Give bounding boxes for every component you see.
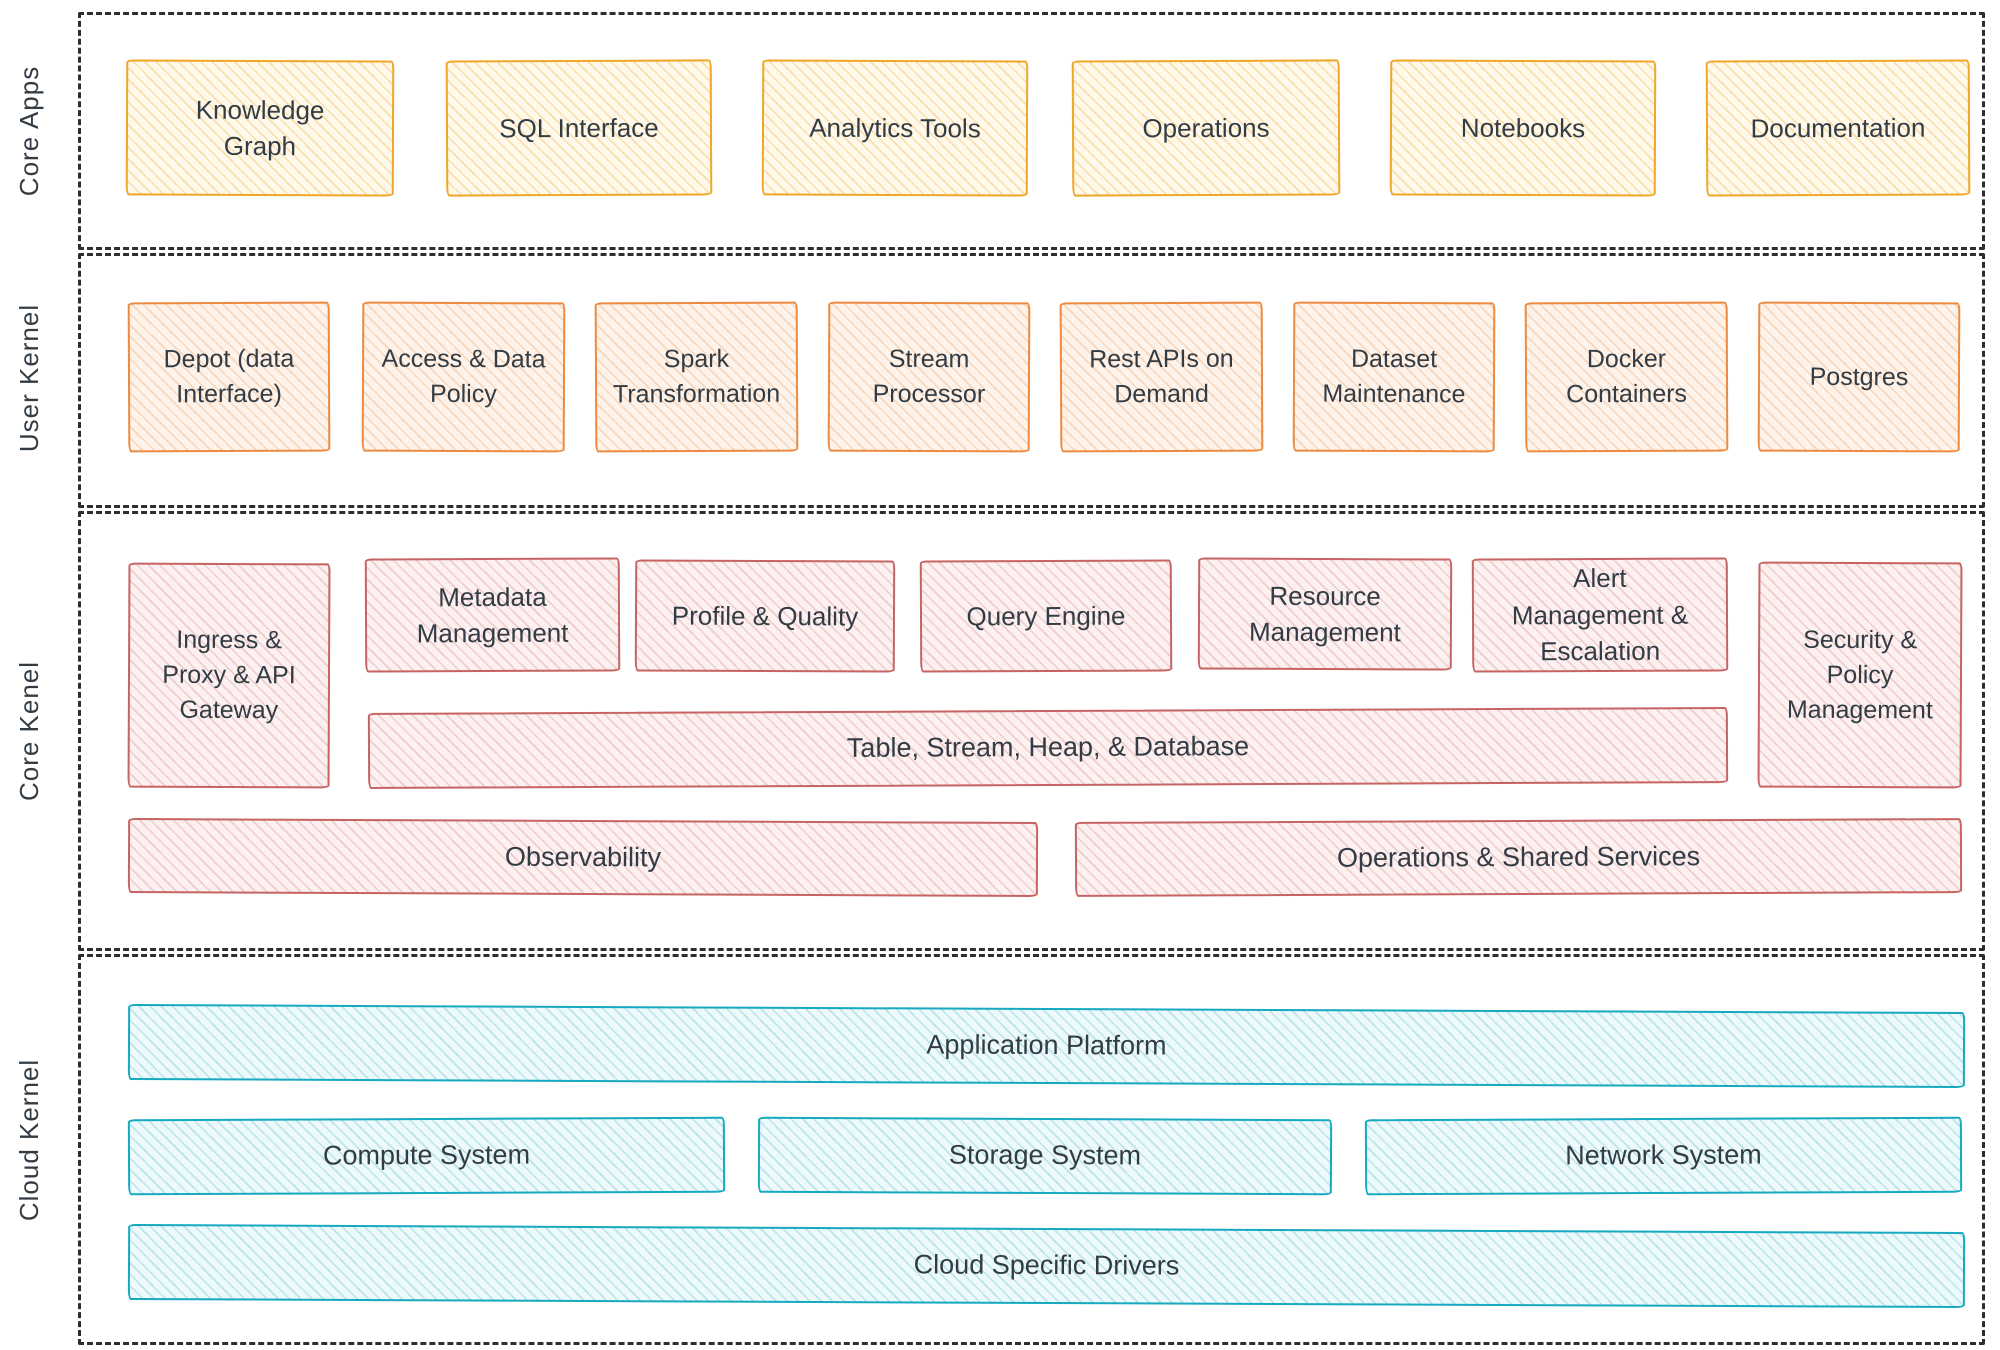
side-label-user-kernel: User Kernel <box>14 303 44 453</box>
box-metadata-management: Metadata Management <box>364 557 621 673</box>
box-documentation: Documentation <box>1705 59 1971 197</box>
side-label-core-apps: Core Apps <box>14 65 44 197</box>
box-label: SQL Interface <box>499 112 659 144</box>
section-cloud-kernel <box>78 954 1985 1345</box>
box-label: Security & Policy Management <box>1786 625 1933 724</box>
box-label: Analytics Tools <box>809 112 981 144</box>
box-observability: Observability <box>127 818 1039 897</box>
box-label: Access & Data Policy <box>381 344 546 409</box>
box-label: Operations <box>1142 112 1270 144</box>
box-spark-transformation: Spark Transformation <box>594 301 799 453</box>
box-storage-system: Storage System <box>757 1116 1333 1196</box>
box-label: Observability <box>504 841 662 872</box>
box-network-system: Network System <box>1364 1116 1963 1196</box>
side-label-cloud-kernel: Cloud Kernel <box>14 1058 44 1222</box>
box-access-data-policy: Access & Data Policy <box>361 301 566 453</box>
box-sql-interface: SQL Interface <box>445 59 713 197</box>
box-label: Ingress & Proxy & API Gateway <box>162 625 296 725</box>
box-label: Documentation <box>1750 112 1926 144</box>
box-label: Metadata Management <box>416 581 569 649</box>
box-label: Dataset Maintenance <box>1322 344 1466 409</box>
box-label: Application Platform <box>926 1029 1167 1061</box>
section-core-apps <box>78 12 1985 250</box>
box-label: Resource Management <box>1248 580 1401 648</box>
box-security-policy-management: Security & Policy Management <box>1757 561 1963 789</box>
box-alert-management-escalation: Alert Management & Escalation <box>1471 557 1729 673</box>
box-dataset-maintenance: Dataset Maintenance <box>1292 301 1496 453</box>
box-label: Network System <box>1565 1139 1762 1171</box>
box-cloud-specific-drivers: Cloud Specific Drivers <box>127 1223 1966 1309</box>
box-label: Spark Transformation <box>612 344 781 409</box>
box-knowledge-graph: Knowledge Graph <box>125 59 395 197</box>
box-notebooks: Notebooks <box>1389 59 1657 197</box>
box-label: Docker Containers <box>1566 344 1688 409</box>
box-operations: Operations <box>1071 59 1341 197</box>
box-application-platform: Application Platform <box>127 1003 1966 1089</box>
box-label: Postgres <box>1809 362 1909 391</box>
section-core-kernel <box>78 511 1985 951</box>
box-label: Storage System <box>948 1139 1142 1171</box>
box-label: Query Engine <box>966 600 1126 632</box>
box-profile-quality: Profile & Quality <box>634 559 896 673</box>
box-label: Rest APIs on Demand <box>1089 344 1234 409</box>
box-docker-containers: Docker Containers <box>1524 301 1729 453</box>
box-resource-management: Resource Management <box>1197 557 1453 671</box>
box-label: Compute System <box>322 1139 531 1171</box>
box-label: Knowledge Graph <box>195 94 325 162</box>
box-label: Profile & Quality <box>671 600 859 632</box>
box-label: Notebooks <box>1460 112 1586 144</box>
box-rest-apis-on-demand: Rest APIs on Demand <box>1059 301 1264 453</box>
box-label: Operations & Shared Services <box>1336 840 1701 873</box>
box-postgres: Postgres <box>1757 301 1961 453</box>
side-label-core-kernel: Core Kenel <box>14 660 44 802</box>
box-depot-data-interface: Depot (data Interface) <box>127 301 331 453</box>
box-query-engine: Query Engine <box>919 559 1173 673</box>
box-compute-system: Compute System <box>127 1116 726 1196</box>
box-stream-processor: Stream Processor <box>827 301 1031 453</box>
box-label: Stream Processor <box>872 344 986 409</box>
section-user-kernel <box>78 253 1985 508</box>
box-label: Cloud Specific Drivers <box>913 1249 1180 1281</box>
box-operations-shared-services: Operations & Shared Services <box>1074 818 1963 897</box>
box-table-stream-heap-database: Table, Stream, Heap, & Database <box>367 707 1729 789</box>
box-label: Depot (data Interface) <box>163 344 295 409</box>
box-ingress-proxy-api-gateway: Ingress & Proxy & API Gateway <box>127 562 331 789</box>
box-label: Table, Stream, Heap, & Database <box>846 731 1250 763</box>
box-analytics-tools: Analytics Tools <box>761 59 1029 197</box>
box-label: Alert Management & Escalation <box>1511 563 1689 667</box>
